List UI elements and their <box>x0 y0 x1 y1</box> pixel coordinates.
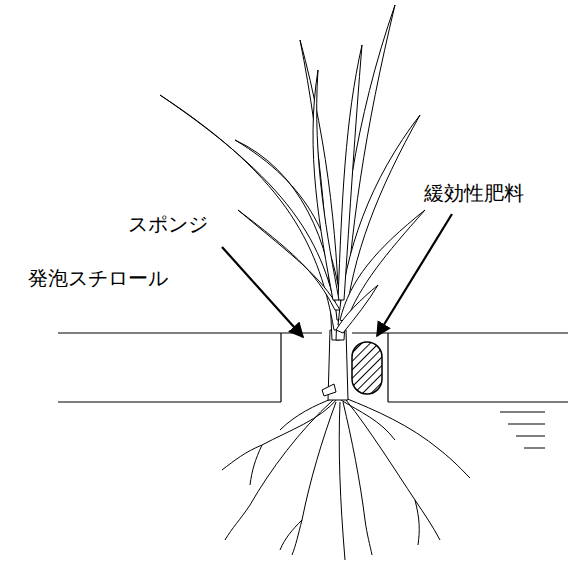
part-label: 緩効性肥料 <box>424 181 524 205</box>
leader-arrow <box>222 247 303 337</box>
fertilizer-capsule <box>352 342 382 394</box>
leader-arrow <box>377 214 452 336</box>
leaves <box>160 5 425 340</box>
part-label: スポンジ <box>128 212 208 236</box>
roots <box>222 398 470 560</box>
styrofoam-board <box>58 333 568 402</box>
leader-arrows <box>222 214 452 337</box>
part-label: 発泡スチロール <box>28 266 168 290</box>
water-surface <box>500 412 545 448</box>
